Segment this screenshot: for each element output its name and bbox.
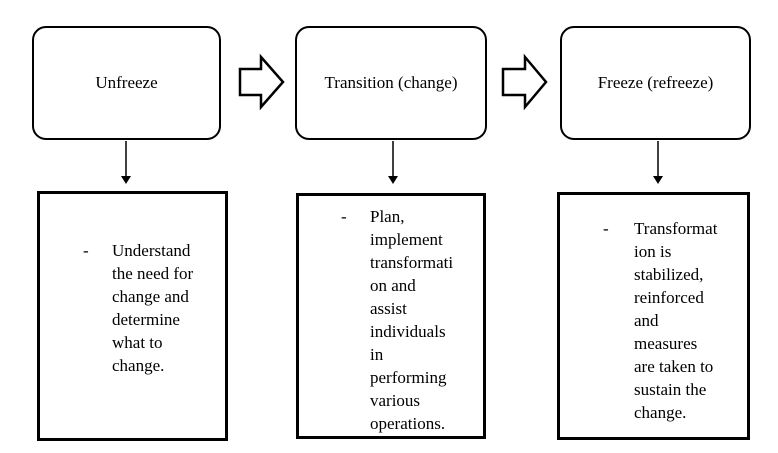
bullet-dash: -: [603, 219, 609, 238]
down-arrow-icon: [121, 141, 131, 184]
block-arrow-right-icon: [238, 53, 285, 111]
down-arrow-icon: [388, 141, 398, 184]
detail-box-unfreeze: - Understand the need for change and det…: [37, 191, 228, 441]
stage-box-transition: Transition (change): [295, 26, 487, 140]
down-arrow-icon: [653, 141, 663, 184]
detail-text: Transformat ion is stabilized, reinforce…: [634, 219, 718, 422]
bullet-dash: -: [341, 207, 347, 226]
detail-box-freeze: - Transformat ion is stabilized, reinfor…: [557, 192, 750, 440]
stage-title: Freeze (refreeze): [597, 73, 714, 92]
bullet-dash: -: [83, 241, 89, 260]
stage-box-unfreeze: Unfreeze: [32, 26, 221, 140]
stage-title: Unfreeze: [95, 73, 158, 92]
stage-title: Transition (change): [324, 73, 458, 92]
detail-text: Understand the need for change and deter…: [112, 241, 194, 375]
detail-text: Plan, implement transformati on and assi…: [370, 207, 454, 433]
block-arrow-right-icon: [501, 53, 548, 111]
stage-box-freeze: Freeze (refreeze): [560, 26, 751, 140]
detail-box-transition: - Plan, implement transformati on and as…: [296, 193, 486, 439]
